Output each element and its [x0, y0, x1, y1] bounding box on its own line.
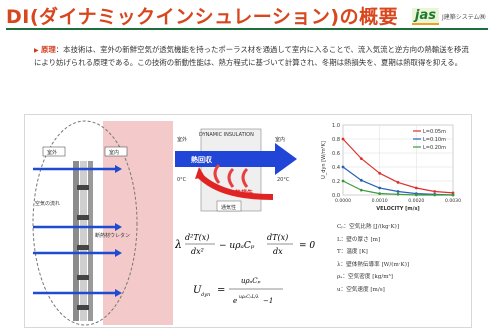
diagram-indoor-label: 室内: [275, 136, 285, 143]
svg-text:uρₐCₚL/λ: uρₐCₚL/λ: [239, 294, 259, 300]
data-point: [359, 188, 363, 192]
heat-loss-arrow: [196, 172, 274, 200]
data-point: [378, 186, 382, 190]
data-point: [414, 186, 418, 190]
wall-section-illustration: 室外 室内 空気の流れ: [25, 120, 173, 326]
legend-item: u：空気速度 [m/s]: [337, 286, 385, 293]
legend-entry: L=0.20m: [423, 145, 446, 151]
svg-text:e: e: [233, 297, 237, 305]
y-tick-label: 0.0: [332, 193, 340, 199]
outdoor-label: 室外: [47, 149, 57, 156]
legend-entry: L=0.05m: [423, 129, 446, 135]
svg-text:dx: dx: [273, 247, 283, 256]
y-tick-label: 0.4: [332, 165, 340, 171]
air-inflow-arrow: [175, 143, 297, 175]
legend-entry: L=0.10m: [423, 137, 446, 143]
diagram-outdoor-label: 室外: [177, 136, 187, 143]
indoor-label: 室内: [109, 149, 119, 156]
x-tick-label: 0.0010: [372, 198, 388, 204]
legend-item: λ：壁体熱伝導率 [W/(m·K)]: [337, 261, 410, 268]
data-point: [396, 192, 400, 196]
detail-ellipse: [32, 120, 138, 326]
x-axis-label: VELOCITY [m/s]: [376, 206, 419, 212]
y-tick-label: 1.0: [332, 123, 340, 129]
title-rule: [6, 28, 488, 30]
heat-equation: λ d²T(x) dx² − uρₐCₚ dT(x) dx = 0: [174, 229, 355, 259]
data-point: [341, 165, 345, 169]
page-title: DI(ダイナミックインシュレーション)の概要: [6, 6, 399, 28]
x-tick-label: 0.0030: [445, 198, 461, 204]
content-panel: 室外 室内 空気の流れ: [24, 114, 472, 328]
logo-text: J建築システム㈱: [441, 14, 486, 21]
variable-legend: Cₚ：空気比熱 [J/(kg·K)] L：壁の厚さ [m] T：温度 [K] λ…: [337, 221, 409, 296]
svg-text:− uρₐCₚ: − uρₐCₚ: [219, 241, 255, 251]
data-point: [414, 193, 418, 197]
wall-inner-layer: [88, 161, 93, 321]
indoor-temperature: 20°C: [277, 177, 290, 183]
wall-studs: [77, 185, 89, 310]
plot-area: [342, 124, 454, 196]
wall-outer-layer: [73, 161, 79, 321]
heat-flow-arrows: [213, 163, 249, 188]
data-point: [396, 181, 400, 184]
y-tick-label: 0.8: [332, 137, 340, 143]
legend-item: L：壁の厚さ [m]: [337, 236, 381, 243]
outdoor-temperature: 0°C: [177, 177, 187, 183]
data-point: [396, 190, 400, 193]
x-tick-label: 0.0020: [408, 198, 424, 204]
svg-text:uρₐCₚ: uρₐCₚ: [241, 277, 261, 285]
legend-item: T：温度 [K]: [337, 249, 368, 255]
heat-recovery-label: 熱回収: [191, 155, 213, 164]
heat-equation-formula: λ d²T(x) dx² − uρₐCₚ dT(x) dx = 0: [174, 233, 315, 256]
diagram-title: DYNAMIC INSULATION: [199, 132, 254, 138]
udyn-equation: U dyn = uρₐCₚ e uρₐCₚL/λ −1: [193, 271, 343, 311]
y-tick-label: 0.6: [332, 151, 340, 157]
dynamic-insulation-diagram: DYNAMIC INSULATION 室外 室内 0°C 20°C 熱回収 熱損…: [175, 128, 297, 212]
data-point: [341, 137, 345, 141]
company-logo: jas J建築システム㈱: [412, 8, 486, 25]
heat-loss-label: 熱損失: [235, 189, 254, 197]
wall-insulation-layer: [80, 161, 87, 321]
logo-mark: jas: [412, 8, 439, 25]
svg-text:λ: λ: [175, 238, 182, 251]
svg-text:d²T(x): d²T(x): [185, 233, 209, 242]
insulation-label: 断熱材ウレタン: [95, 232, 130, 239]
udyn-minus-one: −1: [263, 297, 273, 305]
udyn-symbol: U: [193, 285, 202, 296]
intro-label: 原理: [40, 45, 56, 54]
svg-text:dT(x): dT(x): [267, 233, 288, 242]
intro-text: ：本技術は、室外の新鮮空気が透気機能を持ったポーラス材を通過して室内に入ることで…: [34, 45, 469, 67]
data-point: [341, 179, 345, 183]
data-point: [433, 190, 437, 193]
heat-equation-rhs: = 0: [299, 241, 315, 251]
data-point: [378, 171, 382, 175]
airflow-arrows: [33, 165, 122, 297]
data-point: [378, 192, 382, 195]
udyn-subscript: dyn: [201, 292, 210, 298]
data-point: [451, 191, 455, 195]
legend-item: ρₐ：空気密度 [kg/m³]: [337, 274, 393, 280]
svg-text:=: =: [217, 285, 225, 296]
y-axis-label: U_dyn [W/m²K]: [321, 141, 327, 179]
udyn-equation-formula: U dyn = uρₐCₚ e uρₐCₚL/λ −1: [193, 277, 283, 305]
airflow-label: 空気の流れ: [35, 200, 60, 207]
data-point: [451, 193, 455, 197]
velocity-chart: 0.0 0.2 0.4 0.6 0.8 1.0 0.0000 0.0010 0.0020 0.00…: [321, 123, 461, 212]
x-tick-label: 0.0000: [335, 198, 351, 204]
svg-text:dx²: dx²: [191, 247, 204, 256]
intro-paragraph: ▶ 原理：本技術は、室外の新鮮空気が透気機能を持ったポーラス材を通過して室内に入…: [34, 44, 474, 69]
y-tick-label: 0.2: [332, 179, 340, 185]
data-point: [359, 157, 363, 160]
data-point: [359, 178, 363, 182]
data-point: [433, 193, 437, 197]
permeable-label: 通気性: [221, 204, 236, 211]
bullet-icon: ▶: [34, 47, 39, 54]
legend-item: Cₚ：空気比熱 [J/(kg·K)]: [337, 224, 400, 230]
